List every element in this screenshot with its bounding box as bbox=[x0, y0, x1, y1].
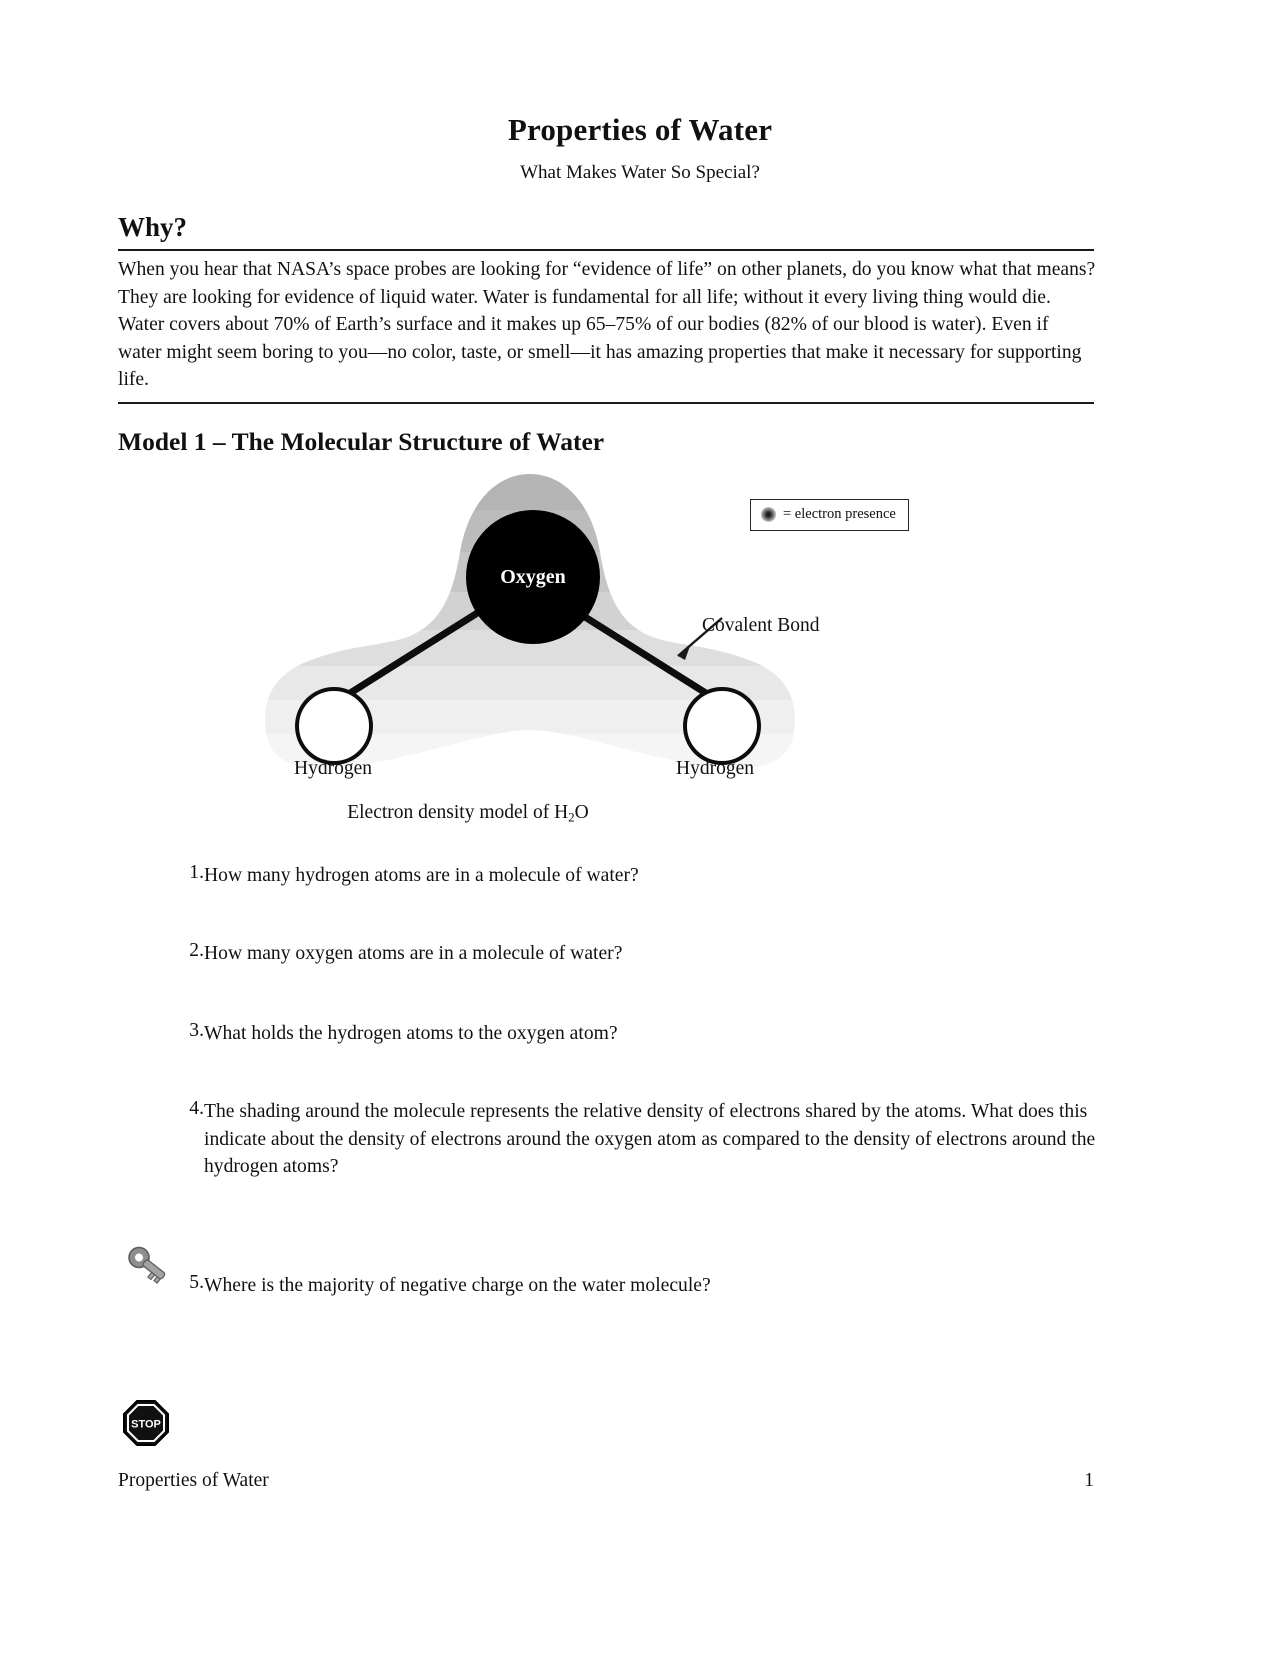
stop-sign-icon: STOP bbox=[123, 1400, 169, 1446]
question-number-3: 3. bbox=[189, 1020, 204, 1041]
oxygen-atom: Oxygen bbox=[466, 510, 600, 644]
model1-figure: = electron presence Oxygen Hydrogen Hydr… bbox=[118, 470, 1098, 870]
question-number-5: 5. bbox=[189, 1272, 204, 1293]
question-number-1: 1. bbox=[189, 862, 204, 883]
page-title: Properties of Water bbox=[507, 112, 773, 147]
covalent-bond-label: Covalent Bond bbox=[702, 615, 820, 636]
question-text-1: How many hydrogen atoms are in a molecul… bbox=[204, 865, 639, 886]
why-body-text: When you hear that NASA’s space probes a… bbox=[118, 259, 1096, 390]
electron-presence-dot-icon bbox=[761, 507, 776, 522]
footer-title: Properties of Water bbox=[118, 1470, 269, 1491]
hydrogen-label-right: Hydrogen bbox=[676, 758, 754, 779]
footer-page-number: 1 bbox=[1084, 1470, 1094, 1491]
caption-prefix: Electron density model of H bbox=[347, 802, 569, 823]
legend-label: = electron presence bbox=[783, 506, 896, 523]
hydrogen-atom-right bbox=[683, 687, 761, 765]
question-number-4: 4. bbox=[189, 1098, 204, 1119]
page-subtitle: What Makes Water So Special? bbox=[520, 162, 760, 183]
question-text-2: How many oxygen atoms are in a molecule … bbox=[204, 943, 623, 964]
caption-suffix: O bbox=[574, 802, 589, 823]
hydrogen-atom-left bbox=[295, 687, 373, 765]
horizontal-rule-bottom bbox=[118, 402, 1094, 404]
question-text-5: Where is the majority of negative charge… bbox=[204, 1275, 711, 1296]
question-text-3: What holds the hydrogen atoms to the oxy… bbox=[204, 1023, 618, 1044]
section-heading-model1: Model 1 – The Molecular Structure of Wat… bbox=[118, 427, 605, 456]
caption-subscript: 2 bbox=[568, 809, 575, 825]
horizontal-rule-top bbox=[118, 249, 1094, 251]
legend-box: = electron presence bbox=[750, 499, 909, 531]
key-icon bbox=[128, 1246, 166, 1284]
figure-caption: Electron density model of H2O bbox=[118, 802, 818, 826]
oxygen-label: Oxygen bbox=[500, 565, 566, 588]
question-text-4: The shading around the molecule represen… bbox=[204, 1101, 1096, 1177]
hydrogen-label-left: Hydrogen bbox=[294, 758, 372, 779]
svg-text:STOP: STOP bbox=[131, 1419, 161, 1431]
section-heading-why: Why? bbox=[118, 212, 188, 242]
question-number-2: 2. bbox=[189, 940, 204, 961]
